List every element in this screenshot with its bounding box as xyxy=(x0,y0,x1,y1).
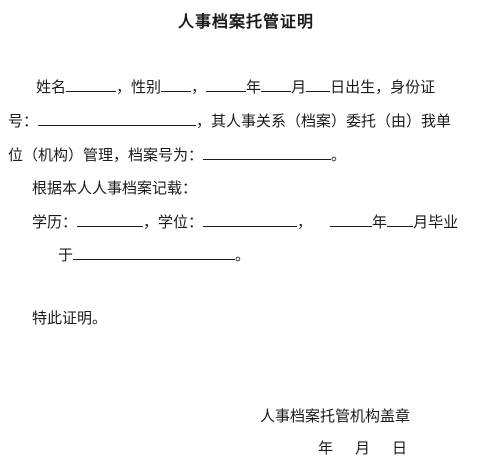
id-label: 号： xyxy=(8,112,39,130)
sig-day-label: 日 xyxy=(392,439,408,457)
name-label: 姓名 xyxy=(36,78,67,96)
education-label: 学历： xyxy=(32,213,78,231)
line-id-relation: 号： ，其人事关系（档案）委托（由）我单 xyxy=(8,110,451,131)
year-label: 年 xyxy=(246,78,262,96)
birth-month-blank[interactable] xyxy=(261,76,292,92)
unit-text: 位（机构）管理，档案号为： xyxy=(8,146,204,164)
sig-year-label: 年 xyxy=(318,439,334,457)
line-graduated-at: 于。 xyxy=(58,244,250,265)
sig-month-label: 月 xyxy=(355,439,371,457)
stamp-label: 人事档案托管机构盖章 xyxy=(260,407,411,425)
grad-year-label: 年 xyxy=(372,213,388,231)
birth-day-blank[interactable] xyxy=(306,76,331,92)
relation-text: ，其人事关系（档案）委托（由）我单 xyxy=(196,112,452,130)
line3-end: 。 xyxy=(331,146,347,164)
document-title: 人事档案托管证明 xyxy=(177,12,314,31)
at-label: 于 xyxy=(58,246,74,264)
line-education: 学历： ，学位： ， 年 月毕业 xyxy=(32,211,458,232)
gender-label: ，性别 xyxy=(116,78,162,96)
signature-date: 年月日 xyxy=(318,437,407,458)
archive-number-blank[interactable] xyxy=(203,144,332,160)
birth-year-blank[interactable] xyxy=(206,76,247,92)
line-record-intro: 根据本人人事档案记载： xyxy=(32,178,197,198)
line-name-gender-birth: 姓名 ，性别 ， 年 月 日出生，身份证 xyxy=(36,76,435,97)
name-blank[interactable] xyxy=(66,76,117,92)
degree-label: ，学位： xyxy=(143,213,204,231)
id-number-blank[interactable] xyxy=(38,110,197,126)
grad-month-blank[interactable] xyxy=(387,211,414,227)
month-label: 月 xyxy=(291,78,307,96)
grad-year-blank[interactable] xyxy=(330,211,373,227)
line-archive-number: 位（机构）管理，档案号为： 。 xyxy=(8,144,346,165)
grad-month-label: 月毕业 xyxy=(413,213,459,231)
comma-sep: ， xyxy=(191,78,207,96)
certify-text: 特此证明。 xyxy=(32,309,108,327)
comma-sep-2: ， xyxy=(297,213,313,231)
gender-blank[interactable] xyxy=(161,76,192,92)
education-blank[interactable] xyxy=(77,211,144,227)
line6-end: 。 xyxy=(235,246,251,264)
record-intro-text: 根据本人人事档案记载： xyxy=(32,179,198,197)
birth-label: 日出生，身份证 xyxy=(330,78,436,96)
school-blank[interactable] xyxy=(73,244,236,260)
degree-blank[interactable] xyxy=(203,211,298,227)
